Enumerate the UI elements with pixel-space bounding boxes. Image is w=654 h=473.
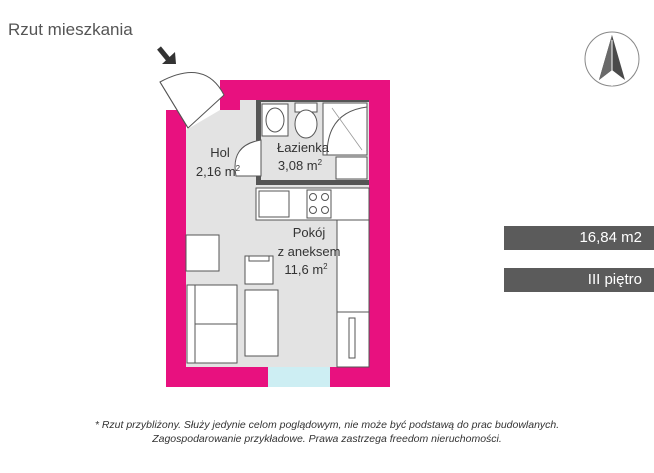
page-title: Rzut mieszkania [8, 20, 133, 39]
room-area-lazienka: 3,08 m2 [278, 158, 323, 173]
bathroom-door [234, 139, 262, 177]
room-name-lazienka: Łazienka [277, 140, 330, 155]
kitchen-counter [255, 187, 370, 221]
floor-badge: III piętro [504, 268, 654, 292]
toilet [294, 102, 318, 139]
room-name2-pokoj: z aneksem [278, 244, 341, 259]
walls [166, 80, 390, 387]
room-area-hol: 2,16 m2 [196, 164, 241, 179]
sink [261, 103, 289, 137]
armchair [244, 255, 274, 285]
coffee-table [244, 289, 279, 357]
total-area-badge: 16,84 m2 [504, 226, 654, 250]
room-area-pokoj: 11,6 m2 [284, 262, 328, 277]
north-arrow-icon [584, 31, 640, 87]
entrance-door [159, 72, 225, 129]
entrance-arrow-icon [157, 46, 176, 64]
window [268, 367, 330, 387]
room-name-hol: Hol [210, 145, 230, 160]
bathroom-cabinet [335, 156, 368, 180]
sofa [186, 284, 238, 364]
shower [322, 102, 368, 156]
wardrobe [336, 219, 370, 368]
footnote-line-1: * Rzut przybliżony. Służy jedynie celom … [94, 419, 560, 431]
footnote-line-2: Zagospodarowanie przykładowe. Prawa zast… [152, 433, 502, 445]
desk [185, 234, 220, 272]
room-name-pokoj: Pokój [293, 225, 326, 240]
